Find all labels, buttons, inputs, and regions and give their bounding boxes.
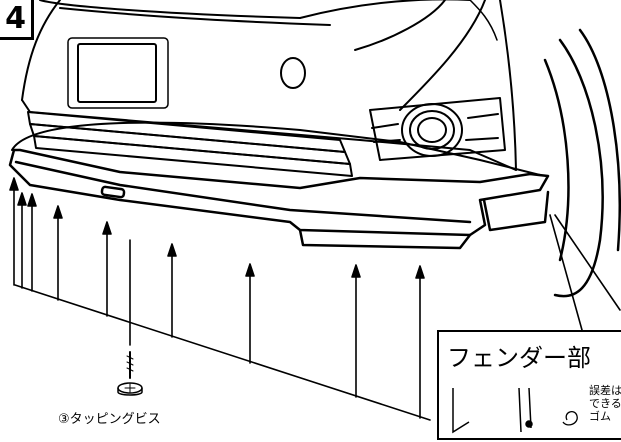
license-plate xyxy=(77,43,157,103)
tapping-screw-label: ③タッピングビス xyxy=(58,412,161,427)
fender-inset-title: フェンダー部 xyxy=(447,344,591,372)
fender-note-line: できる xyxy=(589,397,621,410)
arrow-up xyxy=(102,221,112,317)
arrow-up xyxy=(167,243,177,338)
car-body xyxy=(11,0,541,176)
fender-inset-note: 誤差は できる ゴム xyxy=(589,384,621,423)
arrow-up xyxy=(53,205,63,301)
arrow-up xyxy=(415,265,425,419)
front-wheel xyxy=(543,28,621,298)
tapping-screw-icon xyxy=(117,351,143,396)
fender-note-line: ゴム xyxy=(589,410,611,423)
arrow-up xyxy=(27,193,37,292)
arrow-up xyxy=(351,264,361,398)
arrow-up xyxy=(9,177,19,286)
fender-inset-panel: フェンダー部 誤差は できる ゴム xyxy=(437,330,621,440)
spoiler-baseline xyxy=(14,284,431,421)
fender-pointer xyxy=(549,214,621,331)
arrow-up xyxy=(17,192,27,289)
arrow-up xyxy=(245,263,255,364)
fender-note-line: 誤差は xyxy=(589,384,621,397)
lip-spoiler xyxy=(8,148,550,250)
fog-lamp xyxy=(369,97,506,161)
grille xyxy=(27,111,353,177)
mounting-arrows xyxy=(9,177,425,419)
bumper-install-illustration xyxy=(8,0,621,421)
emblem-circle xyxy=(280,57,306,89)
step-number-badge: 4 xyxy=(0,0,34,40)
fender-detail-illustration xyxy=(452,387,578,434)
